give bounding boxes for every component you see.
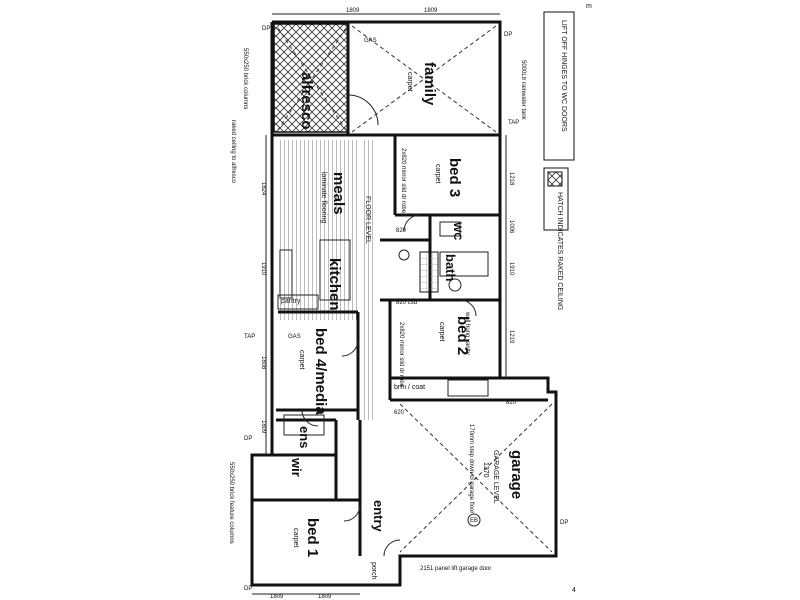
room-bed4-sub: carpet xyxy=(298,350,305,370)
shower-tiles xyxy=(419,251,439,293)
door-820csd: 820 csd xyxy=(396,300,417,306)
door-820: 820 xyxy=(396,228,407,234)
room-broom: brm / coat xyxy=(394,384,425,391)
page-mark-bottom: 4 xyxy=(572,587,576,594)
level-labels: FLOOR LEVEL GARAGE LEVEL 1370 xyxy=(364,196,499,504)
laundry-bench xyxy=(447,379,489,397)
room-family-sub: carpet xyxy=(406,72,413,92)
room-bed2-sub: carpet xyxy=(438,322,445,342)
basin xyxy=(448,278,462,292)
robe3-note: 2x820 mirror slid dr robe xyxy=(400,148,406,214)
meals-flooring xyxy=(278,140,358,320)
tap-right: TAP xyxy=(508,120,519,126)
vanity-note: wall hung vanity xyxy=(464,311,470,355)
column-bottom-note: 550x250 brick feature columns xyxy=(228,462,234,544)
garage-level-label: GARAGE LEVEL xyxy=(492,450,499,504)
door-620: 620 xyxy=(394,410,405,416)
tap-left: TAP xyxy=(244,334,255,340)
fixtures xyxy=(277,221,489,436)
bathtub xyxy=(439,251,489,277)
room-bed2: bed 2 xyxy=(454,316,471,355)
page-mark-top: m xyxy=(586,3,592,10)
legend: LIFT OFF HINGES TO WC DOORS HATCH INDICA… xyxy=(543,3,592,594)
column-left-note: 550x250 brick columns xyxy=(242,48,248,109)
annotations: GAS GAS TAP TAP DP DP DP DP DP EB 5000Lt… xyxy=(228,26,568,592)
dim-right-3: 1910 xyxy=(508,262,514,276)
room-pantry: pantry xyxy=(281,298,301,305)
garage-level-value: 1370 xyxy=(482,462,489,478)
room-labels: alfresco family carpet meals laminate fl… xyxy=(281,62,525,580)
dim-left-2: 1910 xyxy=(260,262,266,276)
robe2-note: 2x820 mirror slid dr robe xyxy=(398,322,404,388)
hatch-swatch xyxy=(547,171,563,187)
raked-note: raked ceiling to alfresco xyxy=(230,120,236,184)
gas-mid: GAS xyxy=(288,334,301,340)
door-820-garage: 820 xyxy=(506,400,517,406)
dim-bottom-2: 1809 xyxy=(318,594,332,600)
dimensions: 1809 1809 1809 1809 1218 1006 1910 1219 … xyxy=(252,8,514,600)
dim-right-2: 1006 xyxy=(508,220,514,234)
skylight xyxy=(398,249,410,261)
dim-top-1: 1809 xyxy=(346,8,360,14)
dp-5: DP xyxy=(244,586,252,592)
room-bath: bath xyxy=(443,254,458,282)
room-family: family xyxy=(421,62,438,106)
room-meals: meals xyxy=(330,172,347,215)
dp-4: DP xyxy=(560,520,568,526)
dim-left-4: 1809 xyxy=(260,420,266,434)
room-entry: entry xyxy=(371,500,386,533)
eb-marker xyxy=(467,513,481,527)
hatch-note: HATCH INDICATES RAKED CEILING xyxy=(556,192,563,310)
hallway-flooring xyxy=(362,140,376,420)
room-bed1: bed 1 xyxy=(304,518,321,557)
room-ensuite: ens xyxy=(297,426,312,448)
dim-bottom-1: 1809 xyxy=(270,594,284,600)
room-kitchen: kitchen xyxy=(326,258,343,311)
room-meals-sub: laminate flooring xyxy=(320,172,327,223)
floor-level-label: FLOOR LEVEL xyxy=(364,196,371,244)
garage-door-note: 2151 panel lift garage door xyxy=(420,566,491,572)
tank-note: 5000Ltr rainwater tank xyxy=(520,60,526,121)
room-bed1-sub: carpet xyxy=(292,528,299,548)
dim-left-3: 1808 xyxy=(260,356,266,370)
room-porch: porch xyxy=(370,562,377,580)
gas-top: GAS xyxy=(364,38,377,44)
room-bed3-sub: carpet xyxy=(434,164,441,184)
eb-label: EB xyxy=(470,518,478,524)
room-wir: wir xyxy=(289,457,304,477)
lift-off-note: LIFT OFF HINGES TO WC DOORS xyxy=(560,20,567,132)
doors xyxy=(301,94,477,557)
dim-right-1: 1218 xyxy=(508,172,514,186)
dim-right-4: 1219 xyxy=(508,330,514,344)
room-alfresco: alfresco xyxy=(298,72,315,130)
dim-top-2: 1809 xyxy=(424,8,438,14)
room-bed4: bed 4/media xyxy=(312,328,329,415)
dp-2: DP xyxy=(504,32,512,38)
ensuite-vanity xyxy=(283,414,325,436)
dp-1: DP xyxy=(262,26,270,32)
dp-3: DP xyxy=(244,436,252,442)
wc-pan xyxy=(439,221,461,237)
outer-walls xyxy=(250,20,558,587)
dim-left-1: 1824 xyxy=(260,182,266,196)
room-bed3: bed 3 xyxy=(446,158,463,197)
room-garage: garage xyxy=(508,450,525,499)
garage-slab-note: 170mm step down to garage floor xyxy=(468,424,474,513)
room-wc: WC xyxy=(451,222,463,240)
